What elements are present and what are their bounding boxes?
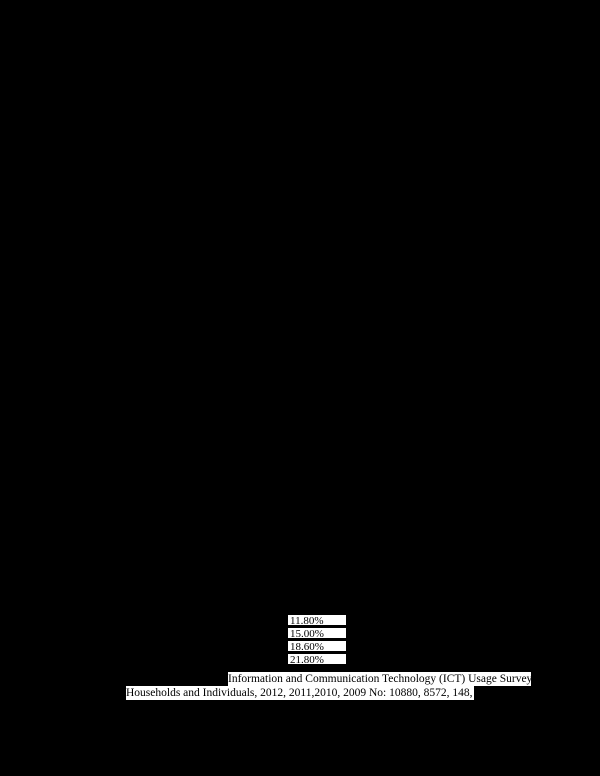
table-cell: 15.00% [287,627,347,640]
source-caption-line-1: Information and Communication Technology… [228,672,547,686]
source-caption-line-2: Households and Individuals, 2012, 2011,2… [126,686,493,700]
table-cell: 21.80% [287,653,347,666]
table-cell: 18.60% [287,640,347,653]
table-cell: 11.80% [287,614,347,627]
percentage-table: 11.80% 15.00% 18.60% 21.80% [287,614,347,666]
